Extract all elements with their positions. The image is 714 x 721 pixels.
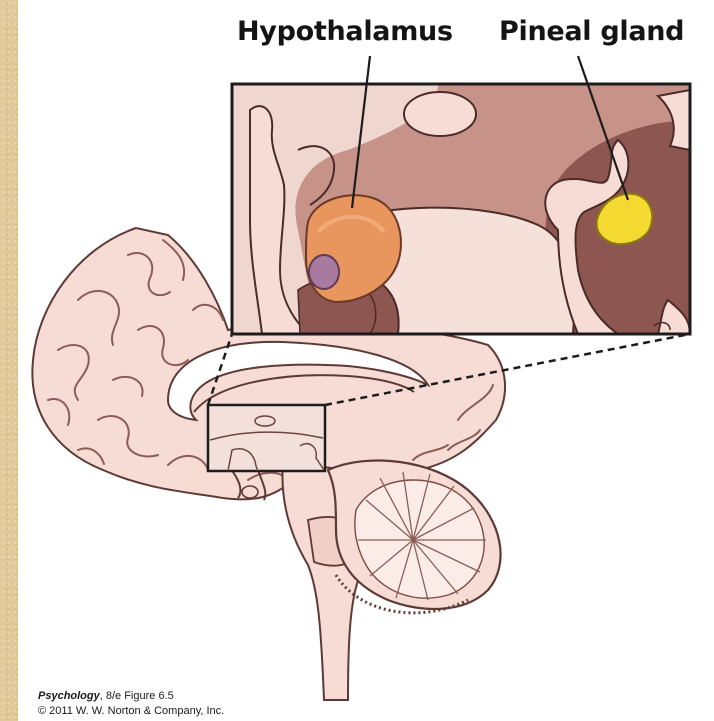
book-title: Psychology	[38, 690, 100, 702]
brain-diagram	[18, 0, 714, 721]
figure-number: , 8/e Figure 6.5	[100, 690, 174, 702]
region-box	[208, 405, 325, 471]
figure-credit-line: Psychology, 8/e Figure 6.5	[38, 690, 174, 702]
pituitary-structure	[309, 255, 339, 289]
copyright-line: © 2011 W. W. Norton & Company, Inc.	[38, 705, 224, 717]
hypothalamus-label: Hypothalamus	[237, 16, 453, 47]
inset-magnified	[232, 84, 690, 334]
figure-panel: Hypothalamus Pineal gland Psychology, 8/…	[18, 0, 714, 721]
pineal-gland-label: Pineal gland	[499, 16, 684, 47]
